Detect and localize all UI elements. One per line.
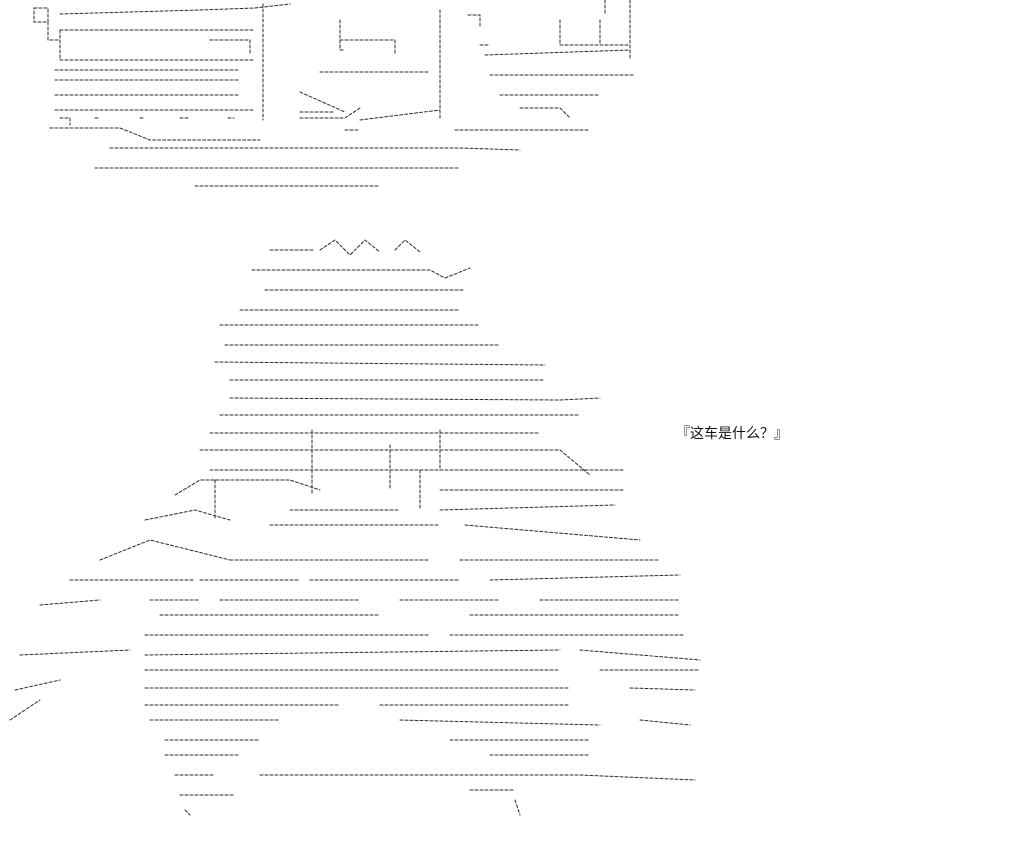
- vehicle-illustration: [33, 0, 636, 187]
- character-illustration: [9, 239, 701, 816]
- speech-caption: 『这车是什么？』: [676, 426, 788, 442]
